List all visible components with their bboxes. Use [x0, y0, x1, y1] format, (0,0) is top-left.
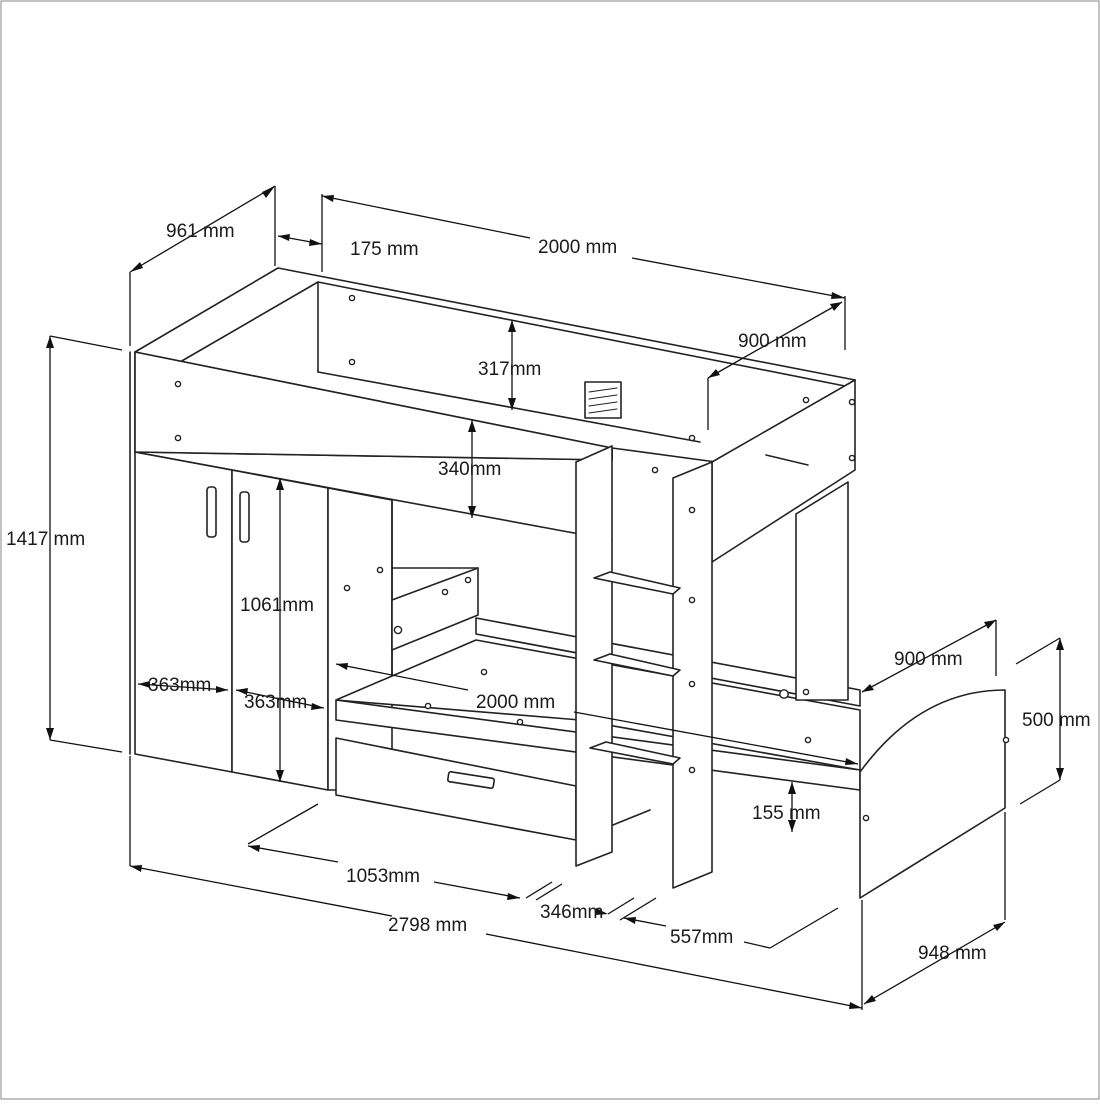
- label-length-top: 2000 mm: [538, 237, 617, 258]
- label-total-width: 948 mm: [918, 943, 987, 964]
- vent-lines: [588, 387, 618, 414]
- trundle-drawer: [335, 737, 577, 841]
- door-handle-right: [239, 491, 250, 543]
- bed-drawing: [129, 267, 1010, 899]
- label-lower-rail-height: 155 mm: [752, 803, 821, 824]
- label-depth-top: 961 mm: [166, 221, 235, 242]
- ladder-rung-2: [593, 653, 681, 677]
- label-door-right-width: 363mm: [244, 692, 307, 713]
- label-lower-bed-length: 2000 mm: [476, 692, 555, 713]
- label-wardrobe-height: 1061mm: [240, 595, 314, 616]
- upper-frame-inner-back: [317, 281, 846, 387]
- upper-frame-inner-rail: [317, 371, 701, 443]
- label-width-top-right: 900 mm: [738, 331, 807, 352]
- bolt-holes: [174, 294, 1010, 822]
- label-total-length: 2798 mm: [388, 915, 467, 936]
- upper-rail-mark: [765, 454, 809, 466]
- label-lower-bed-height: 500 mm: [1022, 710, 1091, 731]
- lower-bed-footboard: [859, 689, 1006, 899]
- ladder-rung-3: [589, 741, 681, 765]
- door-handle-left: [206, 486, 217, 538]
- ladder-rung-1: [593, 571, 681, 595]
- upper-bed-right-leg: [795, 481, 849, 701]
- lower-bed-headboard-inner: [391, 567, 479, 651]
- label-underbed-clearance: 340mm: [438, 459, 501, 480]
- wardrobe-door-left: [134, 451, 233, 773]
- label-wardrobe-length: 1053mm: [346, 866, 420, 887]
- label-ladder-width: 346mm: [540, 902, 603, 923]
- label-ladder-gap: 557mm: [670, 927, 733, 948]
- label-top-rail-height: 317mm: [478, 359, 541, 380]
- ladder-front-post: [672, 461, 713, 889]
- label-total-height: 1417 mm: [6, 529, 85, 550]
- label-offset-top: 175 mm: [350, 239, 419, 260]
- dimension-labels: 961 mm 175 mm 2000 mm 900 mm 317mm 340mm…: [6, 221, 1091, 964]
- drawer-handle: [446, 770, 496, 790]
- ladder-rear-post: [575, 445, 613, 867]
- lower-bed-back-rail: [475, 617, 861, 707]
- dimension-lines: [46, 185, 1064, 1010]
- label-lower-bed-width: 900 mm: [894, 649, 963, 670]
- label-door-left-width: 363mm: [148, 675, 211, 696]
